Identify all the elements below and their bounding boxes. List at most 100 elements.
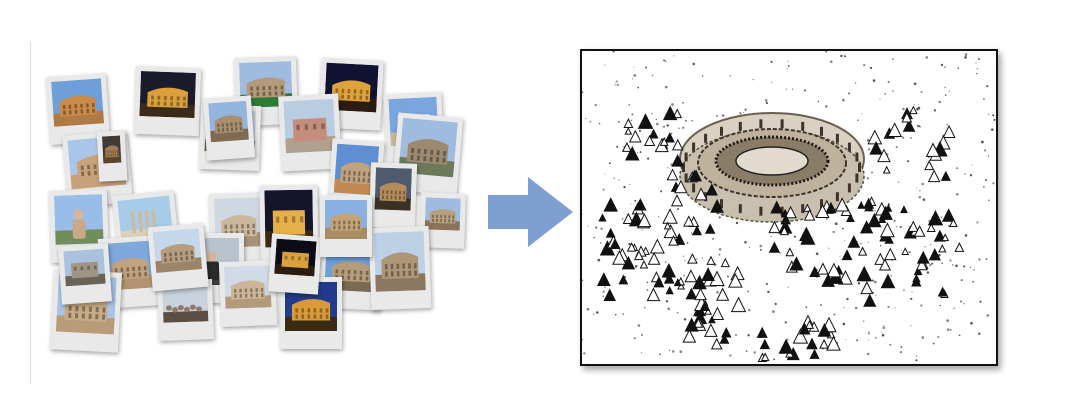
point	[812, 236, 814, 238]
point	[938, 100, 941, 104]
camera-frustum-icon	[798, 322, 811, 335]
colosseum-arch	[835, 192, 839, 202]
point	[615, 81, 617, 83]
point	[630, 203, 632, 205]
camera-frustum-icon	[942, 124, 956, 139]
point	[875, 295, 877, 297]
colosseum-arch	[692, 142, 696, 152]
camera-frustum-icon	[927, 209, 944, 226]
point	[718, 216, 721, 219]
point	[787, 64, 790, 67]
point	[940, 216, 943, 218]
point	[744, 108, 747, 111]
camera-frustum-icon	[817, 323, 832, 337]
point	[846, 297, 849, 301]
camera-frustum-icon	[927, 169, 941, 183]
point	[918, 195, 922, 199]
point	[805, 306, 808, 309]
camera-frustum-icon	[672, 108, 683, 119]
point	[786, 88, 788, 90]
camera-frustum-icon	[948, 218, 958, 228]
point	[987, 113, 990, 116]
point	[771, 81, 773, 83]
camera-frustum-icon	[719, 333, 730, 344]
point	[924, 246, 926, 248]
point	[767, 290, 770, 294]
point	[608, 162, 611, 165]
point	[833, 313, 836, 316]
point	[949, 259, 952, 262]
point	[621, 218, 624, 220]
point	[839, 255, 841, 257]
point	[613, 177, 615, 179]
polaroid-photo	[48, 189, 110, 263]
camera-frustum-icon	[928, 248, 941, 261]
camera-frustum-icon	[684, 269, 698, 283]
point	[867, 139, 870, 142]
point	[834, 222, 838, 226]
point	[921, 336, 925, 339]
point	[959, 300, 963, 303]
point	[667, 167, 669, 169]
point	[921, 182, 924, 186]
camera-frustum-icon	[835, 197, 850, 212]
camera-frustum-icon	[809, 348, 820, 359]
point	[956, 193, 959, 196]
point	[770, 235, 772, 238]
point	[646, 281, 649, 284]
camera-frustum-icon	[838, 270, 853, 285]
camera-frustum-icon	[780, 213, 792, 225]
camera-frustum-icon	[857, 201, 866, 209]
point	[623, 185, 626, 189]
polaroid-photo	[368, 162, 418, 229]
point	[993, 118, 996, 121]
point	[663, 125, 665, 128]
point	[825, 51, 828, 53]
street-photo	[283, 98, 336, 154]
camera-frustum-icon	[863, 197, 875, 209]
point	[930, 244, 932, 246]
point	[950, 329, 952, 331]
point	[582, 213, 583, 215]
point	[587, 225, 589, 227]
point	[735, 221, 739, 225]
point	[678, 127, 680, 130]
point	[718, 248, 722, 251]
point	[664, 60, 667, 62]
point	[873, 280, 877, 284]
point	[900, 346, 903, 348]
point	[913, 104, 915, 106]
point	[892, 90, 894, 92]
point	[988, 199, 990, 201]
camera-frustum-icon	[687, 253, 698, 264]
point	[976, 68, 978, 70]
point	[820, 304, 823, 307]
point	[641, 229, 643, 231]
point	[981, 140, 984, 144]
camera-frustum-icon	[884, 247, 897, 261]
colosseum-photo	[374, 167, 412, 211]
camera-frustum-icon	[857, 246, 868, 256]
camera-frustum-icon	[624, 126, 633, 135]
point	[890, 275, 892, 277]
colosseum-arch	[738, 204, 742, 214]
point	[616, 80, 618, 83]
point	[992, 114, 995, 117]
point	[946, 123, 949, 126]
colosseum-arch	[820, 126, 823, 136]
camera-frustum-icon	[913, 224, 926, 237]
colosseum-photo	[208, 100, 249, 143]
polaroid-photo	[156, 279, 215, 341]
point	[774, 302, 777, 306]
camera-frustum-icon	[954, 241, 965, 252]
camera-frustum-icon	[668, 234, 679, 246]
camera-frustum-icon	[899, 205, 908, 214]
camera-frustum-icon	[940, 170, 951, 181]
camera-frustum-icon	[653, 276, 665, 288]
point	[646, 289, 649, 291]
point	[984, 149, 987, 152]
point	[701, 257, 704, 259]
point	[743, 111, 745, 113]
point	[651, 112, 653, 115]
camera-frustum-icon	[704, 223, 716, 234]
